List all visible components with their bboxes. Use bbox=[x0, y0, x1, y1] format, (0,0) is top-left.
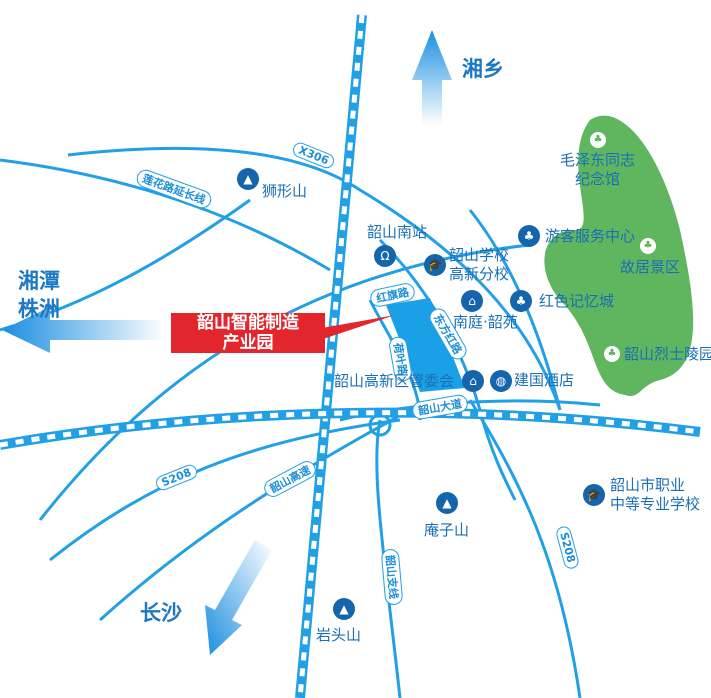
school-icon: 🎓 bbox=[424, 254, 446, 276]
industrial-park-label: 韶山智能制造 产业园 bbox=[171, 313, 325, 353]
railway-horizontal bbox=[0, 407, 701, 450]
tree-icon: ♣ bbox=[590, 132, 606, 148]
poi-mao-memorial-2: 纪念馆 bbox=[575, 170, 621, 188]
direction-xiangtan: 湘潭 bbox=[18, 269, 60, 293]
road-expressway bbox=[98, 408, 411, 622]
school-icon: 🎓 bbox=[583, 484, 605, 506]
hotel-icon: ◍ bbox=[490, 370, 512, 392]
road-branch bbox=[375, 419, 402, 698]
mountain-icon: ▲ bbox=[436, 492, 458, 514]
poi-anzi: 庵子山 bbox=[424, 521, 470, 539]
poi-visitor-center: 游客服务中心 bbox=[545, 227, 636, 245]
poi-vocational-2: 中等专业学校 bbox=[610, 495, 701, 513]
industrial-park-name-2: 产业园 bbox=[222, 333, 274, 353]
road-x306 bbox=[67, 146, 562, 411]
poi-nanting: 南庭·韶苑 bbox=[453, 313, 518, 331]
building-icon: ⌂ bbox=[461, 290, 483, 312]
poi-red-memory: 红色记忆城 bbox=[539, 292, 615, 310]
tree-icon: ♣ bbox=[640, 238, 656, 254]
direction-changsha: 长沙 bbox=[140, 601, 182, 625]
direction-xiangxiang: 湘乡 bbox=[462, 57, 504, 81]
industrial-park-block bbox=[386, 298, 465, 392]
arrow-west bbox=[2, 307, 165, 353]
poi-school-2: 高新分校 bbox=[449, 265, 510, 283]
tree-icon: ♣ bbox=[518, 225, 540, 247]
arrow-southwest bbox=[205, 540, 272, 655]
poi-yantou: 岩头山 bbox=[316, 626, 362, 644]
road-s208-west bbox=[49, 418, 401, 562]
tree-icon: ♣ bbox=[510, 290, 532, 312]
mountain-icon: ▲ bbox=[237, 168, 259, 190]
road-s208-south bbox=[468, 399, 582, 698]
direction-zhuzhou: 株洲 bbox=[18, 297, 60, 321]
poi-school-1: 韶山学校 bbox=[449, 246, 510, 264]
scenic-park-area bbox=[544, 115, 694, 397]
poi-south-station: 韶山南站 bbox=[367, 223, 428, 241]
building-icon: ⌂ bbox=[462, 370, 484, 392]
train-station-icon: Ω bbox=[374, 245, 396, 267]
mountain-icon: ▲ bbox=[333, 598, 355, 620]
poi-former-residence: 故居景区 bbox=[620, 258, 681, 276]
poi-martyrs-cemetery: 韶山烈士陵园 bbox=[624, 345, 711, 363]
poi-vocational-1: 韶山市职业 bbox=[610, 476, 686, 494]
arrow-north bbox=[412, 30, 452, 125]
poi-shixing: 狮形山 bbox=[262, 182, 308, 200]
tree-icon: ♣ bbox=[604, 346, 620, 362]
poi-hightech-committee: 韶山高新区管委会 bbox=[334, 372, 455, 390]
railway-vertical bbox=[295, 14, 367, 698]
poi-mao-memorial-1: 毛泽东同志 bbox=[560, 151, 636, 169]
pointer bbox=[320, 315, 395, 340]
poi-jianguo-hotel: 建国酒店 bbox=[514, 371, 575, 389]
industrial-park-name-1: 韶山智能制造 bbox=[197, 313, 299, 333]
